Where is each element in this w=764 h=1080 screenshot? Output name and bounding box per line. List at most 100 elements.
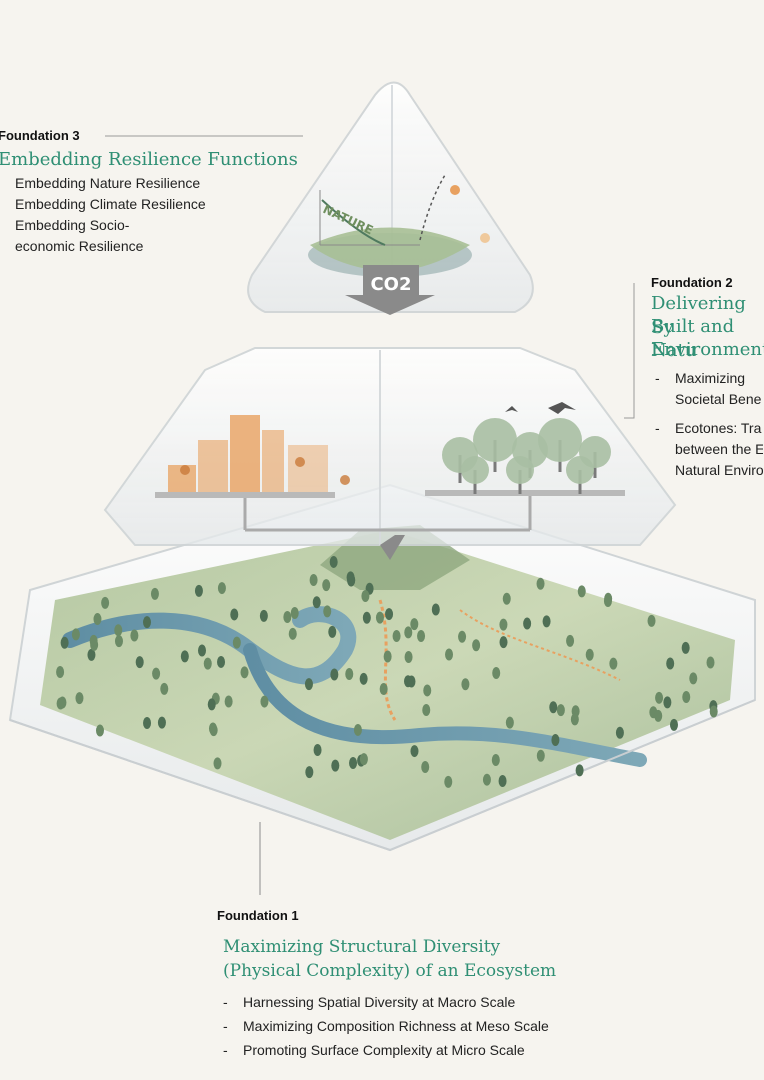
tree-icon	[431, 603, 440, 616]
tree-icon	[647, 614, 656, 627]
tree-icon	[609, 657, 618, 670]
tree-icon	[345, 668, 354, 681]
tree-icon	[71, 628, 80, 641]
list-item: Maximizing Composition Richness at Meso …	[223, 1016, 603, 1037]
tree-icon	[135, 656, 144, 669]
tree-icon	[56, 666, 65, 679]
tree-icon	[523, 617, 532, 630]
foundation2-title-line3: Environment	[651, 339, 764, 360]
tree-icon	[681, 641, 690, 654]
foundation3-list: Embedding Nature Resilience Embedding Cl…	[0, 173, 235, 257]
tree-icon	[492, 667, 501, 680]
tree-icon	[194, 584, 203, 597]
tree-icon	[207, 698, 216, 711]
landscape-trees	[56, 555, 718, 788]
tree-icon	[375, 611, 384, 624]
tree-icon	[60, 636, 69, 649]
tree-icon	[290, 606, 299, 619]
list-item: Harnessing Spatial Diversity at Macro Sc…	[223, 992, 603, 1013]
tree-icon	[359, 753, 368, 766]
tree-icon	[706, 656, 715, 669]
tree-icon	[392, 630, 401, 643]
tree-icon	[180, 650, 189, 663]
tree-icon	[213, 757, 222, 770]
tree-icon	[404, 626, 413, 639]
tree-icon	[93, 613, 102, 626]
tree-icon	[230, 608, 239, 621]
tree-icon	[407, 675, 416, 688]
tree-icon	[603, 595, 612, 608]
tree-icon	[259, 609, 268, 622]
tree-icon	[502, 592, 511, 605]
tree-icon	[689, 672, 698, 685]
co2-label: CO2	[370, 274, 411, 295]
tree-icon	[224, 695, 233, 708]
list-item: Maximizing Societal Bene	[655, 368, 763, 410]
tree-icon	[654, 709, 663, 722]
tree-icon	[458, 630, 467, 643]
tree-icon	[404, 650, 413, 663]
tree-icon	[549, 701, 558, 714]
tree-icon	[461, 678, 470, 691]
tree-icon	[538, 418, 582, 462]
tree-icon	[498, 774, 507, 787]
tree-icon	[89, 634, 98, 647]
tree-icon	[288, 627, 297, 640]
nature-trees-icon	[442, 418, 611, 494]
tree-icon	[444, 775, 453, 788]
list-item: Embedding Socio-economic Resilience	[0, 215, 185, 257]
tree-icon	[328, 625, 337, 638]
tree-icon	[143, 616, 152, 629]
balance-scale	[155, 490, 625, 532]
foundation1-list: Harnessing Spatial Diversity at Macro Sc…	[223, 992, 603, 1061]
tree-icon	[198, 644, 207, 657]
foundation1-heading: Foundation 1	[217, 908, 299, 923]
foundation1-title-line2: (Physical Complexity) of an Ecosystem	[223, 961, 557, 981]
tree-icon	[150, 587, 159, 600]
tree-icon	[114, 635, 123, 648]
tree-icon	[114, 624, 123, 637]
tree-icon	[445, 648, 454, 661]
tree-icon	[506, 456, 534, 484]
tree-icon	[347, 573, 356, 586]
tree-icon	[655, 691, 664, 704]
tree-icon	[208, 722, 217, 735]
tree-icon	[461, 456, 489, 484]
tree-icon	[542, 615, 551, 628]
tree-icon	[472, 639, 481, 652]
tree-icon	[615, 726, 624, 739]
tree-icon	[75, 692, 84, 705]
tree-icon	[666, 657, 675, 670]
tree-icon	[536, 577, 545, 590]
foundation3-title: Embedding Resilience Functions	[0, 149, 298, 170]
list-item: Ecotones: Tra between the E Natural Envi…	[655, 418, 763, 481]
tree-icon	[130, 629, 139, 642]
foundation2-list: Maximizing Societal Bene Ecotones: Tra b…	[655, 368, 763, 481]
tree-icon	[385, 608, 394, 621]
foundation3-heading: Foundation 3	[0, 128, 80, 143]
tree-icon	[383, 650, 392, 663]
tree-icon	[379, 682, 388, 695]
tree-icon	[575, 764, 584, 777]
tree-icon	[577, 585, 586, 598]
tree-icon	[260, 695, 269, 708]
tree-icon	[58, 696, 67, 709]
tree-icon	[305, 766, 314, 779]
tree-icon	[663, 696, 672, 709]
tree-icon	[329, 555, 338, 568]
tree-icon	[536, 749, 545, 762]
tree-icon	[309, 574, 318, 587]
tree-icon	[551, 733, 560, 746]
tree-icon	[473, 418, 517, 462]
list-item: Embedding Climate Resilience	[0, 194, 235, 215]
tree-icon	[499, 636, 508, 649]
tree-icon	[491, 754, 500, 767]
list-item: Embedding Nature Resilience	[0, 173, 235, 194]
tree-icon	[157, 716, 166, 729]
foundation2-title-line1: Delivering Sy	[651, 293, 746, 338]
tree-icon	[217, 582, 226, 595]
tree-icon	[313, 744, 322, 757]
tree-icon	[217, 655, 226, 668]
tree-icon	[709, 705, 718, 718]
